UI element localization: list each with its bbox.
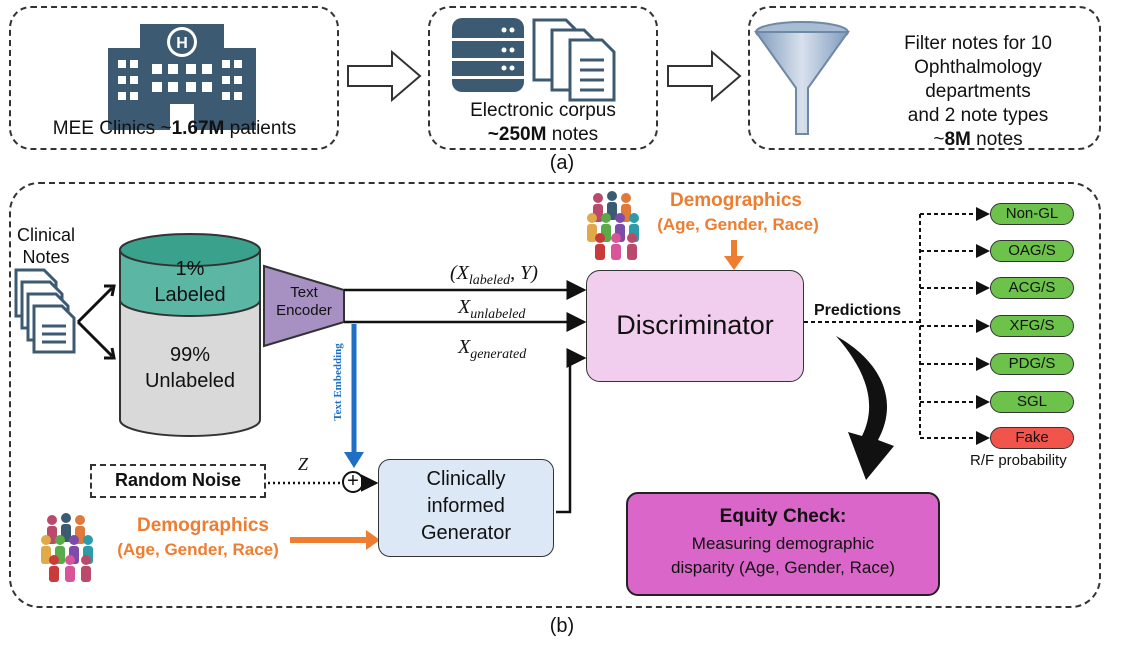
- demographics-title-top: Demographics: [670, 190, 802, 211]
- unlabeled-pct: 99%: [169, 344, 211, 366]
- x-generated-label: Xgenerated: [458, 336, 527, 362]
- class-sgl: SGL: [990, 391, 1074, 413]
- equity-check-line1: Measuring demographic: [691, 534, 875, 553]
- z-label: Z: [298, 454, 309, 474]
- plus-sign: +: [347, 470, 359, 492]
- demographics-sub-top: (Age, Gender, Race): [657, 215, 819, 234]
- labeled-label: Labeled: [154, 284, 226, 306]
- equity-check-line2: disparity (Age, Gender, Race): [671, 558, 895, 577]
- filter-text: Filter notes for 10 Ophthalmology depart…: [904, 33, 1052, 150]
- class-pdg-s: PDG/S: [990, 353, 1074, 375]
- text-embedding-label: Text Embedding: [332, 343, 344, 421]
- unlabeled-label: Unlabeled: [144, 370, 236, 392]
- clinical-notes-label: Clinical Notes: [16, 225, 76, 267]
- class-non-gl: Non-GL: [990, 203, 1074, 225]
- panel-a-box-corpus: [428, 6, 658, 150]
- caption-a: (a): [549, 152, 575, 174]
- generator-label: Clinically informed Generator: [420, 468, 512, 544]
- discriminator-label: Discriminator: [616, 310, 774, 340]
- rf-probability-label: R/F probability: [970, 452, 1067, 469]
- class-fake: Fake: [990, 427, 1074, 449]
- class-acg-s: ACG/S: [990, 277, 1074, 299]
- plus-node: [342, 471, 364, 493]
- panel-b-box: [9, 182, 1101, 608]
- random-noise-label: Random Noise: [114, 470, 242, 490]
- x-unlabeled-label: Xunlabeled: [458, 296, 526, 322]
- demographics-sub-bottom: (Age, Gender, Race): [117, 540, 279, 559]
- corpus-line2: ~250M notes: [487, 124, 599, 145]
- x-labeled-label: (Xlabeled, Y): [450, 262, 538, 288]
- class-xfg-s: XFG/S: [990, 315, 1074, 337]
- caption-b: (b): [549, 615, 575, 637]
- corpus-line1: Electronic corpus: [470, 100, 616, 121]
- clinics-caption: MEE Clinics ~1.67M patients: [52, 118, 297, 139]
- equity-check-box: [626, 492, 940, 596]
- labeled-pct: 1%: [175, 258, 205, 280]
- equity-check-title: Equity Check:: [719, 506, 847, 527]
- panel-a-box-filter: [748, 6, 1101, 150]
- random-noise-box: [90, 464, 266, 498]
- discriminator-box: [586, 270, 804, 382]
- predictions-label: Predictions: [814, 302, 902, 319]
- panel-a-box-clinics: [9, 6, 339, 150]
- text-encoder-label: Text Encoder: [276, 284, 332, 319]
- generator-box: [378, 459, 554, 557]
- demographics-title-bottom: Demographics: [137, 515, 269, 536]
- class-oag-s: OAG/S: [990, 240, 1074, 262]
